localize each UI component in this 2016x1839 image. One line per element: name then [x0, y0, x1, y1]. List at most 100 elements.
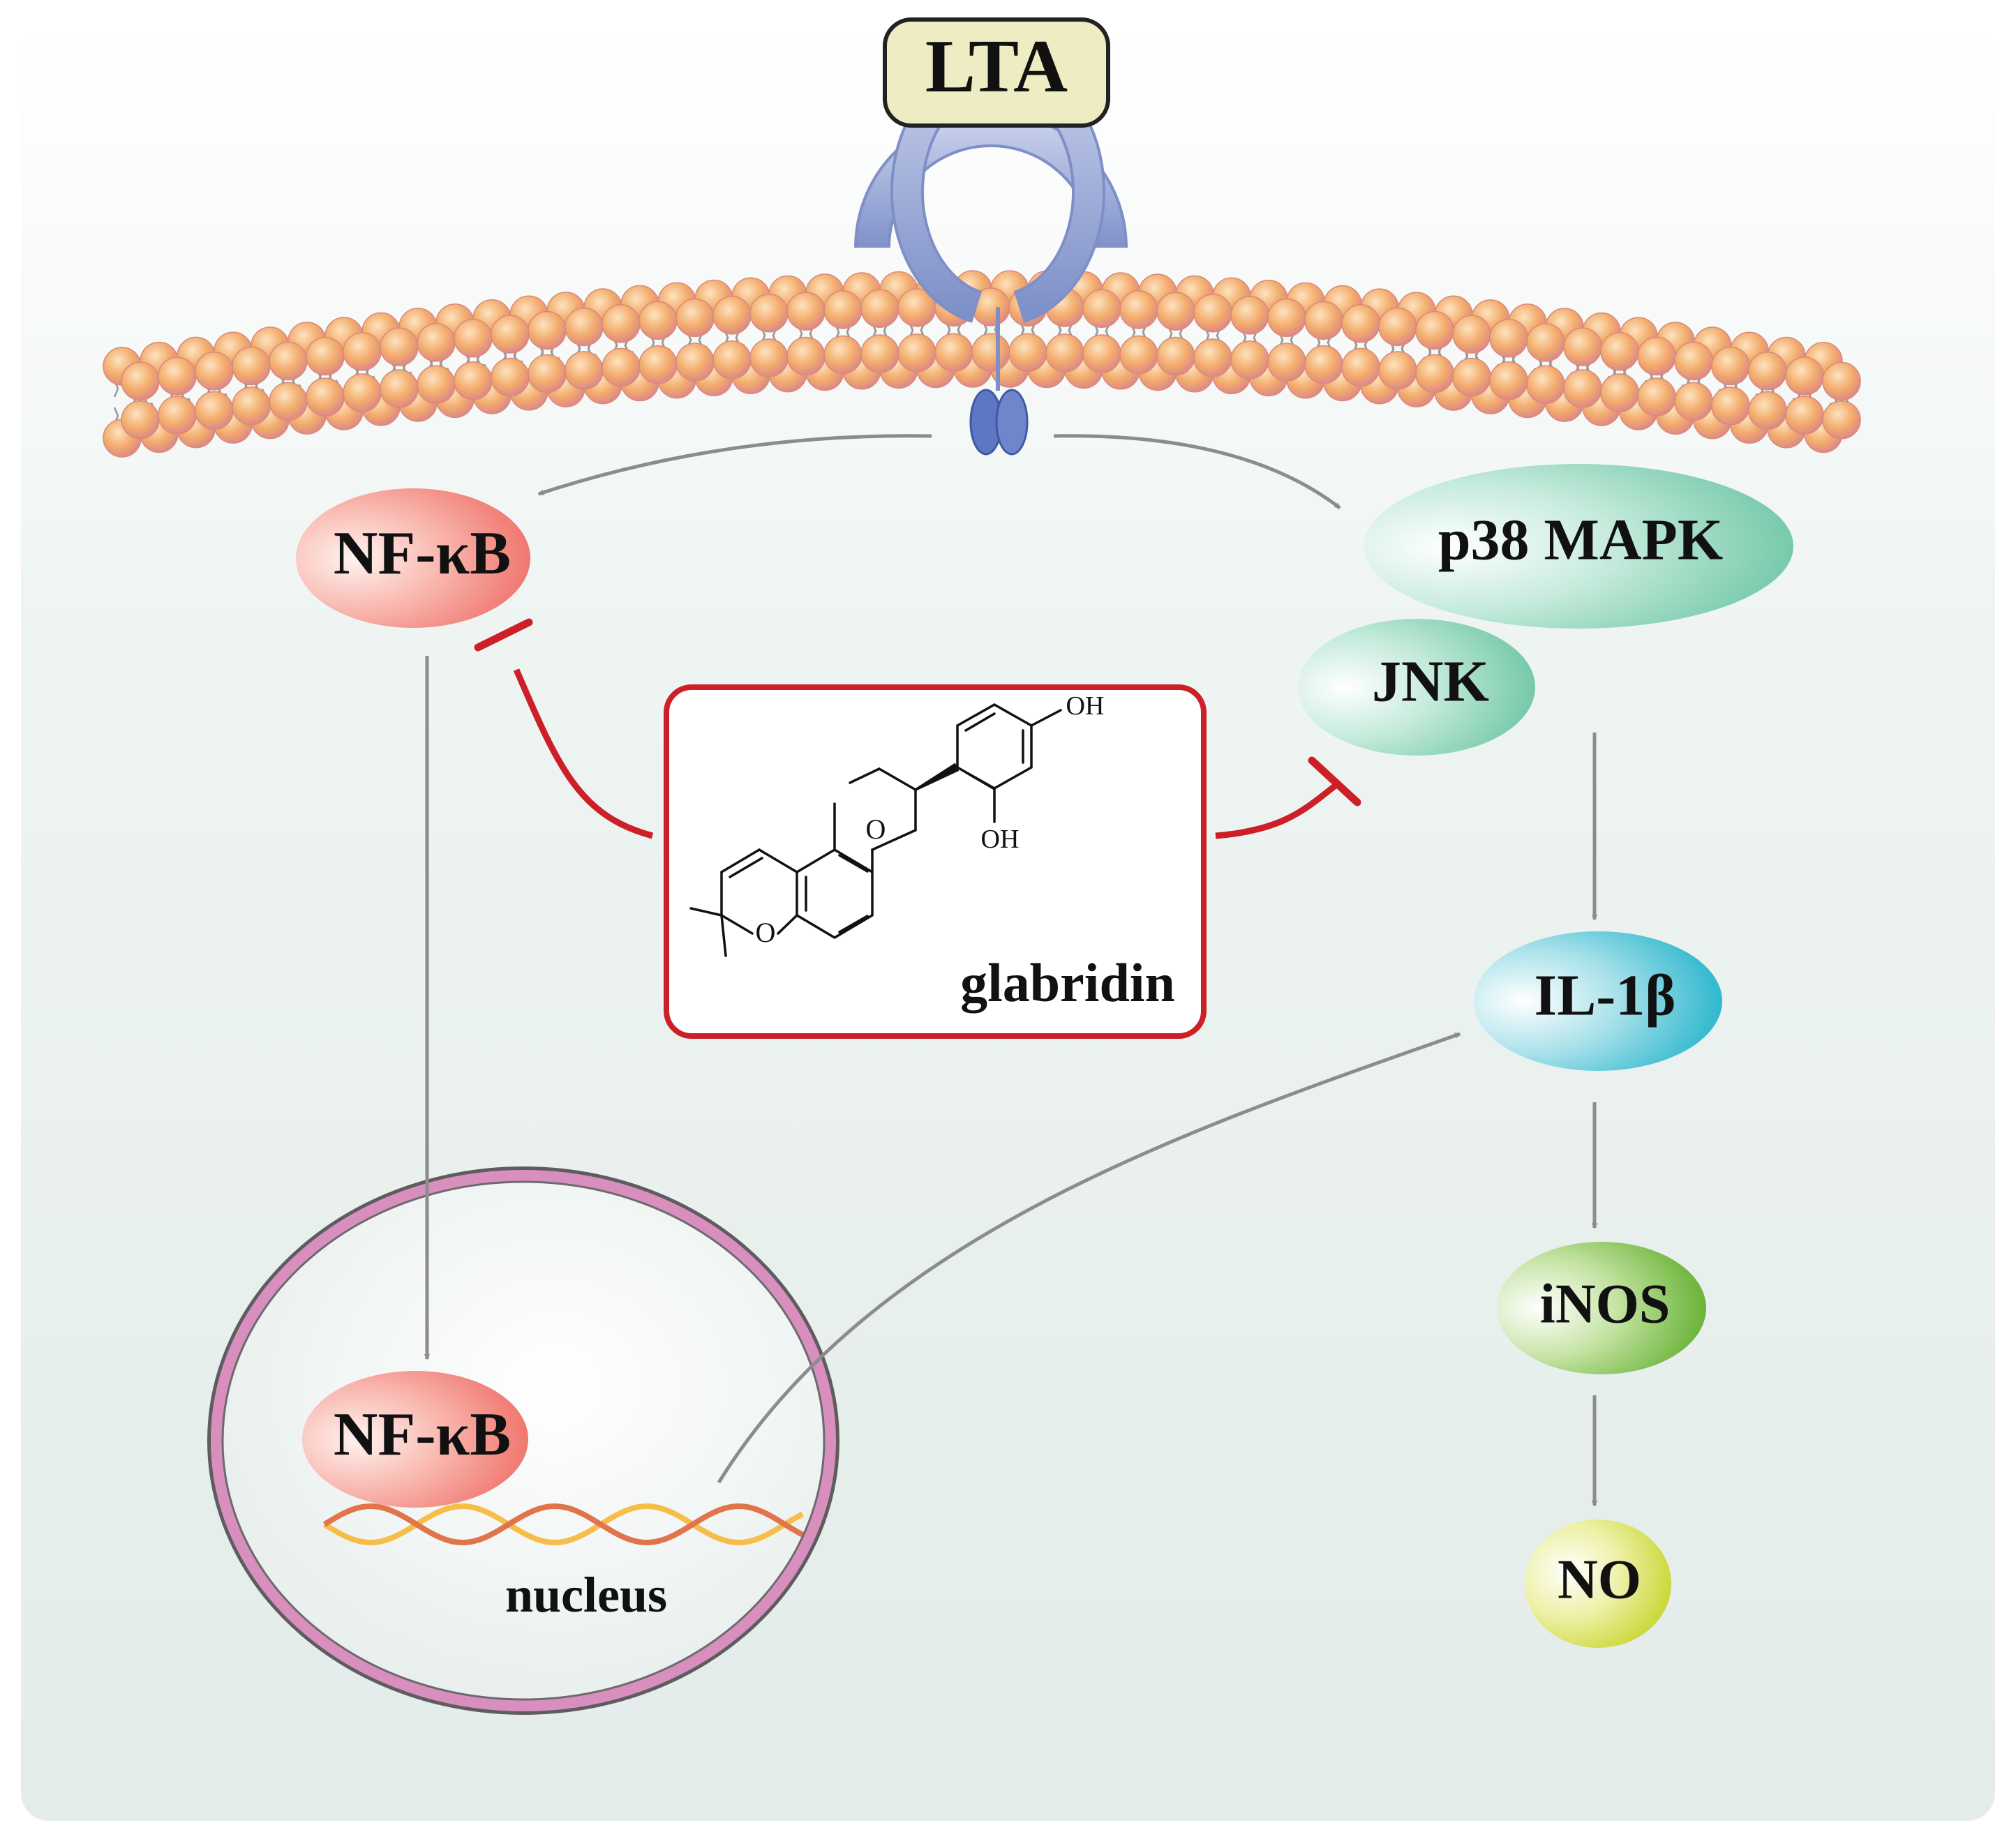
lipid-head: [1304, 301, 1343, 340]
lipid-head: [343, 331, 382, 371]
lipid-head: [1563, 369, 1602, 408]
lipid-head: [158, 396, 197, 435]
no-label: NO: [1558, 1549, 1641, 1610]
lipid-head: [1489, 319, 1528, 358]
lipid-head: [1600, 331, 1639, 371]
lipid-head: [1304, 345, 1343, 384]
lipid-head: [1082, 289, 1121, 328]
lipid-head: [1378, 351, 1417, 390]
lipid-head: [121, 361, 160, 401]
lipid-head: [1822, 361, 1861, 401]
lipid-head: [934, 333, 973, 372]
lipid-head: [491, 315, 530, 354]
lipid-head: [749, 293, 789, 333]
jnk-label: JNK: [1372, 649, 1489, 714]
lipid-head: [1452, 357, 1491, 397]
lipid-head: [1230, 340, 1269, 380]
lipid-head: [306, 336, 345, 376]
lipid-head: [1045, 333, 1084, 373]
lipid-head: [1526, 323, 1565, 362]
lipid-head: [786, 336, 826, 376]
jnk-node: JNK: [1298, 619, 1535, 756]
lipid-head: [823, 290, 863, 329]
lipid-head: [454, 319, 493, 358]
lipid-head: [158, 356, 197, 396]
lipid-head: [1711, 386, 1750, 426]
lipid-head: [1415, 310, 1454, 350]
lipid-head: [897, 333, 936, 373]
lipid-head: [602, 303, 641, 343]
lipid-head: [823, 335, 863, 375]
lipid-head: [712, 340, 752, 380]
lipid-head: [602, 347, 641, 387]
nucleus: NF-κB nucleus: [207, 1166, 839, 1715]
lipid-head: [1600, 373, 1639, 412]
arrow-receptor-to-p38: [1053, 434, 1341, 509]
lipid-head: [1119, 290, 1158, 329]
ring-oxygen-lower: O: [756, 917, 776, 948]
lipid-head: [1341, 347, 1380, 387]
lipid-head: [1674, 382, 1713, 421]
lipid-head: [1711, 346, 1750, 386]
lipid-head: [639, 345, 678, 384]
lta-label: LTA: [925, 25, 1068, 108]
lipid-head: [1563, 327, 1602, 366]
glabridin-box: O O OH OH glabridin: [664, 684, 1207, 1039]
lipid-head: [712, 296, 752, 335]
lipid-head: [1785, 396, 1824, 435]
lipid-head: [195, 352, 234, 391]
no-node: NO: [1525, 1519, 1671, 1648]
lipid-head: [1193, 293, 1232, 333]
lipid-head: [269, 382, 308, 421]
lipid-head: [417, 323, 456, 362]
lta-ligand: LTA: [883, 17, 1110, 128]
lipid-head: [306, 377, 345, 416]
nfkb-nucleus-node: [302, 1371, 528, 1508]
lipid-head: [971, 333, 1010, 372]
lipid-head: [454, 361, 493, 400]
lipid-head: [1637, 336, 1676, 376]
lipid-head: [1267, 298, 1306, 338]
glabridin-label: glabridin: [960, 952, 1175, 1013]
lipid-head: [380, 369, 419, 408]
lipid-head: [675, 343, 715, 382]
lipid-head: [1341, 303, 1380, 343]
p38-node: p38 MAPK: [1364, 464, 1793, 629]
lipid-head: [269, 341, 308, 381]
lipid-head: [860, 289, 899, 328]
lipid-head: [1748, 391, 1787, 430]
lipid-head: [675, 298, 715, 338]
arrow-dna-to-il1b: [717, 1032, 1461, 1484]
lipid-head: [749, 338, 789, 377]
nfkb-cytoplasm-node: NF-κB: [296, 488, 530, 628]
lipid-head: [1193, 338, 1232, 377]
lipid-head: [232, 346, 271, 386]
lipid-head: [1822, 400, 1861, 440]
arrow-receptor-to-nfkb: [537, 434, 932, 496]
lipid-head: [639, 301, 678, 340]
inos-node: iNOS: [1497, 1242, 1706, 1374]
lipid-head: [1082, 334, 1121, 373]
lipid-head: [1008, 333, 1047, 372]
lipid-head: [528, 310, 567, 350]
nucleus-label: nucleus: [505, 1567, 667, 1623]
lipid-head: [1119, 335, 1158, 375]
inhibition-jnk: [1215, 756, 1361, 839]
lipid-head: [121, 400, 160, 440]
lipid-head: [860, 334, 899, 373]
lipid-head: [1785, 356, 1824, 396]
hydroxyl-top: OH: [1066, 691, 1105, 721]
lipid-head: [195, 391, 234, 430]
il1b-node: IL-1β: [1474, 931, 1722, 1071]
lipid-head: [1415, 354, 1454, 393]
lipid-head: [1267, 343, 1306, 382]
inhibition-nfkb: [474, 618, 654, 839]
lipid-head: [1674, 341, 1713, 381]
lipid-head: [380, 327, 419, 366]
lipid-head: [1526, 365, 1565, 404]
lipid-head: [232, 386, 271, 426]
lipid-head: [491, 357, 530, 397]
lipid-head: [1156, 292, 1195, 331]
